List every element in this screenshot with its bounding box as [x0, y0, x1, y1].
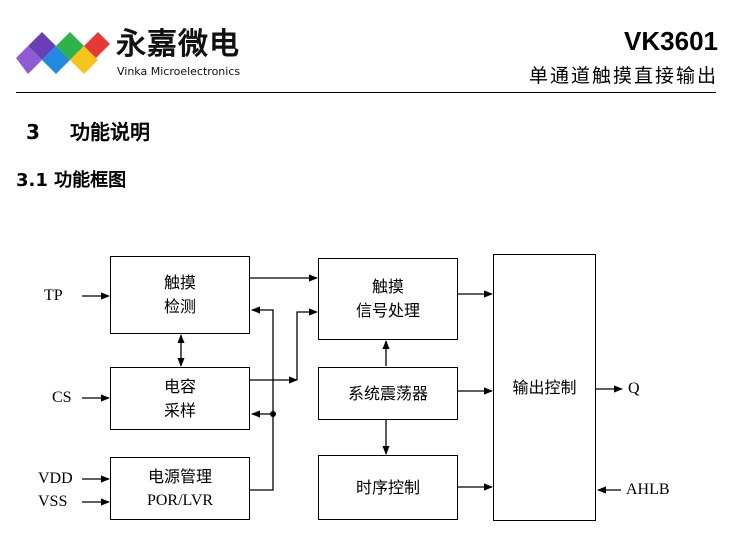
block-output-ctrl: 输出控制: [493, 254, 596, 521]
pin-label-tp: TP: [44, 287, 63, 304]
section-number: 3: [26, 120, 40, 144]
brand-name-cn: 永嘉微电: [116, 27, 240, 62]
model-number: VK3601: [624, 26, 718, 56]
pin-label-vdd: VDD: [38, 470, 73, 487]
power-to-detect-arrow: [250, 306, 274, 491]
block-output-ctrl-label: 输出控制: [512, 377, 577, 397]
block-signal-proc: 触摸 信号处理: [318, 258, 458, 340]
block-oscillator-label: 系统震荡器: [347, 383, 428, 403]
pin-label-cs: CS: [52, 389, 72, 406]
block-signal-proc-line2: 信号处理: [355, 301, 420, 320]
vinka-logo: [16, 32, 110, 74]
block-signal-proc-line1: 触摸: [371, 277, 404, 296]
block-cap-sample-line1: 电容: [163, 376, 196, 396]
block-touch-detect: 触摸 检测: [110, 256, 250, 334]
block-power-mgmt: 电源管理 POR/LVR: [110, 457, 250, 520]
block-power-mgmt-line1: 电源管理: [147, 466, 212, 486]
junction-dot: [270, 411, 276, 417]
pin-label-q: Q: [628, 380, 640, 397]
block-timing-ctrl: 时序控制: [318, 455, 458, 520]
pin-label-ahlb: AHLB: [626, 481, 670, 498]
subsection-title: 3.1 功能框图: [16, 170, 127, 191]
block-oscillator: 系统震荡器: [318, 367, 458, 420]
product-subtitle: 单通道触摸直接输出: [528, 65, 718, 87]
pin-label-vss: VSS: [38, 493, 68, 510]
block-touch-detect-line1: 触摸: [163, 273, 196, 292]
block-cap-sample: 电容 采样: [110, 367, 250, 430]
section-title: 功能说明: [70, 120, 150, 144]
header-divider: [16, 92, 716, 93]
sample-to-signal-arrow: [296, 308, 318, 380]
block-cap-sample-line2: 采样: [163, 400, 196, 420]
block-power-mgmt-line2: POR/LVR: [146, 491, 214, 509]
block-touch-detect-line2: 检测: [163, 297, 196, 316]
block-timing-ctrl-label: 时序控制: [355, 477, 420, 497]
brand-name-en: Vinka Microelectronics: [117, 65, 241, 78]
